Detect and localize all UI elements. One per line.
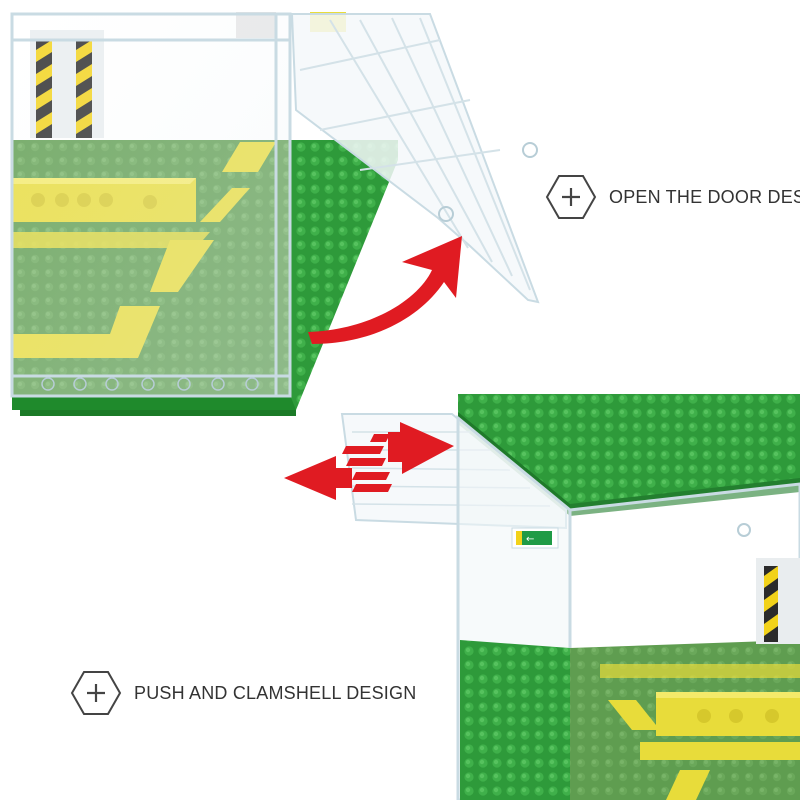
feature-push-clamshell: PUSH AND CLAMSHELL DESIGN — [70, 670, 416, 716]
plus-hexagon-icon — [70, 671, 122, 715]
plus-hexagon-icon — [545, 175, 597, 219]
exit-sign-icon — [516, 531, 552, 545]
display-case-open-door — [10, 12, 540, 416]
push-arrow-icon — [284, 422, 454, 500]
baseplate-edge — [290, 140, 398, 410]
open-arrow-icon — [308, 236, 462, 344]
acrylic-door — [290, 13, 540, 304]
feature-open-door-label: OPEN THE DOOR DESIG — [609, 186, 800, 207]
yellow-bricks-inner — [600, 664, 800, 800]
feature-push-clamshell-label: PUSH AND CLAMSHELL DESIGN — [134, 682, 417, 703]
display-case-push-clamshell: ← — [284, 394, 800, 800]
baseplate-lid — [458, 394, 800, 510]
feature-open-door: OPEN THE DOOR DESIG — [545, 174, 800, 220]
svg-text:←: ← — [526, 534, 534, 545]
acrylic-case — [10, 12, 292, 398]
